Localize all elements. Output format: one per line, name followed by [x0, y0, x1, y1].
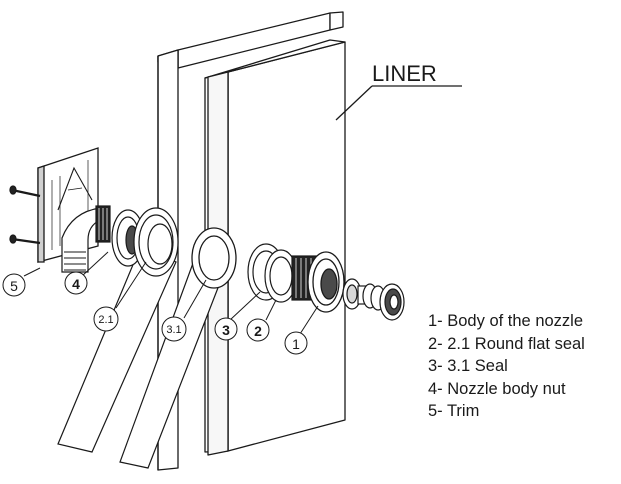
seal-2 [264, 249, 298, 303]
parts-legend: 1- Body of the nozzle 2- 2.1 Round flat … [428, 310, 585, 423]
callout-2-1-text: 2.1 [98, 314, 113, 326]
callout-1-text: 1 [292, 336, 300, 352]
elbow-fitting [61, 205, 111, 273]
nozzle-body-flange [307, 251, 345, 313]
legend-item: 5- Trim [428, 402, 480, 421]
callout-2: 2 [246, 318, 270, 342]
callout-4: 4 [64, 271, 88, 295]
callout-2-text: 2 [254, 323, 262, 339]
callout-5-text: 5 [10, 278, 18, 294]
legend-item: 2- 2.1 Round flat seal [428, 334, 585, 353]
callout-2-1: 2.1 [93, 306, 119, 332]
callout-5: 5 [2, 273, 26, 297]
legend-item: 3- 3.1 Seal [428, 357, 508, 376]
liner-heading: LINER [372, 61, 437, 86]
callout-3-1-text: 3.1 [166, 324, 181, 336]
seal-3-1 [191, 227, 237, 289]
eyeball-fitting [342, 278, 405, 321]
wall-panels [157, 11, 346, 471]
liner-label: LINER [335, 61, 462, 121]
round-flat-seal-2-1 [133, 207, 179, 277]
callout-bubbles: 5 4 2.1 3.1 3 2 1 [2, 271, 308, 355]
legend-item: 4- Nozzle body nut [428, 379, 566, 398]
callout-3-1: 3.1 [161, 316, 187, 342]
callout-3-text: 3 [222, 322, 230, 338]
callout-4-text: 4 [72, 276, 80, 292]
legend-item: 1- Body of the nozzle [428, 312, 584, 330]
screw-icon [9, 185, 41, 198]
callout-1: 1 [284, 331, 308, 355]
callout-leaders [23, 251, 319, 335]
callout-3: 3 [214, 317, 238, 341]
screw-icon [9, 234, 41, 245]
